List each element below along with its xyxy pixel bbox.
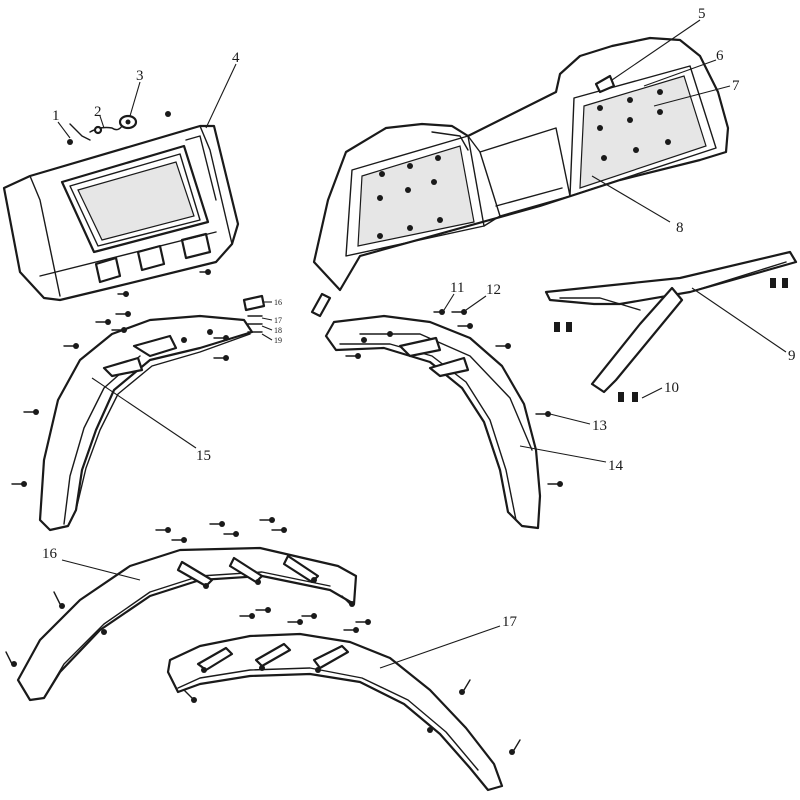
bracket-screws [554,278,788,402]
right-rear-fender-screws [183,607,521,755]
callout-14: 14 [608,458,624,474]
indicator-small-parts [67,111,171,145]
callout-15: 15 [196,448,211,464]
callout-16: 16 [42,546,58,562]
right-rear-fender [166,632,504,792]
callout-numbers: 1 2 3 4 5 6 7 8 9 10 11 12 13 14 15 16 1… [42,6,796,630]
callout-2: 2 [94,104,102,120]
left-rear-fender-screws [5,517,355,667]
callout-3: 3 [136,68,144,84]
callout-9: 9 [788,348,796,364]
right-front-fender [324,314,542,530]
callout-11: 11 [450,280,464,296]
left-rear-fender [16,546,358,702]
callout-8: 8 [676,220,684,236]
callout-small-16: 16 [274,298,282,307]
housing-screws [117,269,211,297]
instrument-housing [2,124,240,302]
callout-13: 13 [592,418,607,434]
small-clip-parts [242,292,332,333]
left-fender-screws [11,311,229,487]
callout-12: 12 [486,282,501,298]
callout-17: 17 [502,614,518,630]
left-front-fender [38,314,254,532]
callout-7: 7 [732,78,740,94]
callout-6: 6 [716,48,724,64]
callout-10: 10 [664,380,679,396]
callout-5: 5 [698,6,706,22]
callout-small-17: 17 [274,316,282,325]
leader-lines [57,19,787,669]
support-bracket [544,250,798,394]
right-fender-screws [345,309,563,487]
callout-small-18: 18 [274,326,282,335]
callout-4: 4 [232,50,240,66]
callout-1: 1 [52,108,60,124]
dashboard-panel [312,36,730,292]
callout-small-19: 19 [274,336,282,345]
